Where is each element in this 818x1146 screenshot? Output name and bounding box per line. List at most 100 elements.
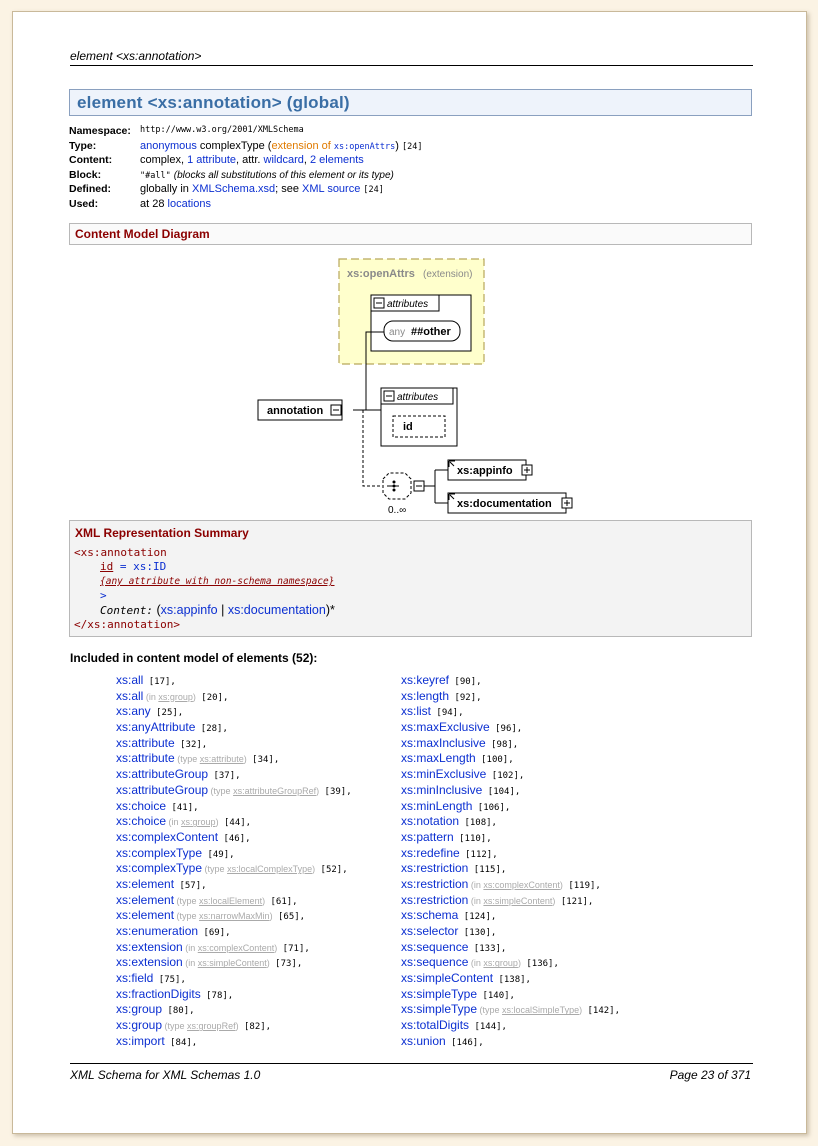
list-item: xs:length [92], [401,689,620,705]
location-ref: [17], [143,677,176,687]
element-link[interactable]: xs:schema [401,908,459,923]
appinfo-link[interactable]: xs:appinfo [160,603,218,617]
annotation-element-box[interactable] [257,399,343,421]
context-link[interactable]: xs:attribute [199,754,244,765]
element-link[interactable]: xs:attributeGroup [116,767,209,782]
element-link[interactable]: xs:notation [401,814,460,829]
location-ref: [108], [459,818,497,829]
context-note: (type xs:attribute) [174,754,247,765]
element-link[interactable]: xs:complexType [116,845,203,860]
content-attribute-link[interactable]: 1 attribute [187,154,236,166]
element-link[interactable]: xs:sequence [401,939,469,954]
context-link[interactable]: xs:groupRef [187,1021,236,1032]
element-link[interactable]: xs:element [116,876,175,891]
type-extension-text: extension of [271,139,334,152]
type-anonymous-link[interactable]: anonymous [140,139,197,152]
context-link[interactable]: xs:localElement [199,895,263,906]
element-link[interactable]: xs:union [401,1033,446,1048]
type-value: anonymous complexType (extension of xs:o… [140,140,422,152]
used-locations-link[interactable]: locations [167,197,211,210]
context-note: (type xs:groupRef) [162,1021,239,1032]
list-item: xs:schema [124], [401,908,620,924]
id-attr-name[interactable]: id [100,560,114,573]
element-link[interactable]: xs:import [116,1033,165,1048]
id-attribute-box [392,415,446,438]
element-link[interactable]: xs:sequence [401,955,469,970]
element-link[interactable]: xs:maxLength [401,751,476,766]
element-link[interactable]: xs:simpleContent [401,971,494,986]
element-link[interactable]: xs:choice [116,814,167,829]
element-link[interactable]: xs:simpleType [401,1002,478,1017]
element-link[interactable]: xs:restriction [401,892,469,907]
any-attr-text[interactable]: {any attribute with non-schema namespace… [100,576,335,587]
context-link[interactable]: xs:localComplexType [227,864,313,875]
element-link[interactable]: xs:element [116,892,175,907]
element-link[interactable]: xs:field [116,971,154,986]
defined-source-link[interactable]: XML source [302,183,361,195]
context-note: (type xs:localComplexType) [202,864,316,875]
element-link[interactable]: xs:enumeration [116,924,199,938]
element-link[interactable]: xs:restriction [401,876,469,891]
defined-file-link[interactable]: XMLSchema.xsd [191,183,276,195]
footer-title: XML Schema for XML Schemas 1.0 [70,1068,261,1082]
used-prefix: at 28 [140,197,168,210]
block-value: "#all" (blocks all substitutions of this… [140,169,394,181]
element-link[interactable]: xs:complexContent [116,829,219,844]
element-link[interactable]: xs:attribute [116,751,175,766]
element-link[interactable]: xs:choice [116,798,167,813]
location-ref: [75], [153,975,186,986]
element-link[interactable]: xs:pattern [401,829,454,844]
element-link[interactable]: xs:minExclusive [401,767,487,782]
element-link[interactable]: xs:extension [116,939,183,954]
context-link[interactable]: xs:complexContent [197,942,275,953]
list-item: xs:element [57], [116,877,352,893]
list-item: xs:list [94], [401,704,620,720]
element-link[interactable]: xs:restriction [401,861,469,876]
element-link[interactable]: xs:complexType [116,861,203,876]
list-item: xs:redefine [112], [401,846,620,862]
location-ref: [71], [277,943,310,954]
list-item: xs:attribute (type xs:attribute) [34], [116,751,352,767]
context-link[interactable]: xs:simpleContent [197,958,267,969]
element-link[interactable]: xs:length [401,688,450,703]
element-link[interactable]: xs:extension [116,955,183,970]
element-link[interactable]: xs:any [116,704,151,719]
element-link[interactable]: xs:fractionDigits [116,986,201,1001]
location-ref: [112], [459,849,498,860]
element-link[interactable]: xs:all [116,688,144,703]
element-link[interactable]: xs:minLength [401,798,473,813]
context-link[interactable]: xs:group [181,817,216,828]
context-link[interactable]: xs:narrowMaxMin [199,911,270,922]
context-link[interactable]: xs:complexContent [483,879,560,890]
element-link[interactable]: xs:attribute [116,735,175,750]
element-link[interactable]: xs:element [116,908,175,923]
element-link[interactable]: xs:maxExclusive [401,720,490,735]
element-link[interactable]: xs:selector [401,924,459,938]
context-link[interactable]: xs:attributeGroupRef [233,785,317,796]
element-link[interactable]: xs:attributeGroup [116,782,209,797]
context-link[interactable]: xs:group [158,691,193,702]
context-link[interactable]: xs:localSimpleType [502,1005,580,1016]
element-link[interactable]: xs:redefine [401,845,460,860]
id-attr-type[interactable]: xs:ID [133,560,167,573]
content-model-diagram: xs:openAttrs (extension) attributes any … [257,258,573,516]
element-link[interactable]: xs:maxInclusive [401,735,486,750]
element-link[interactable]: xs:list [401,704,431,719]
context-link[interactable]: xs:simpleContent [483,895,553,906]
element-link[interactable]: xs:group [116,1002,163,1017]
element-link[interactable]: xs:anyAttribute [116,720,196,735]
element-link[interactable]: xs:all [116,673,144,687]
list-item: xs:minLength [106], [401,799,620,815]
element-link[interactable]: xs:keyref [401,673,450,687]
element-link[interactable]: xs:simpleType [401,986,478,1001]
context-link[interactable]: xs:group [483,958,518,969]
content-wildcard-link[interactable]: wildcard [263,154,304,166]
location-ref: [52], [315,865,348,876]
documentation-link[interactable]: xs:documentation [227,603,326,617]
list-item: xs:import [84], [116,1034,352,1050]
type-base-link[interactable]: xs:openAttrs [333,141,396,152]
content-elements-link[interactable]: 2 elements [310,154,364,166]
element-link[interactable]: xs:group [116,1018,163,1033]
element-link[interactable]: xs:minInclusive [401,782,483,797]
element-link[interactable]: xs:totalDigits [401,1018,470,1033]
